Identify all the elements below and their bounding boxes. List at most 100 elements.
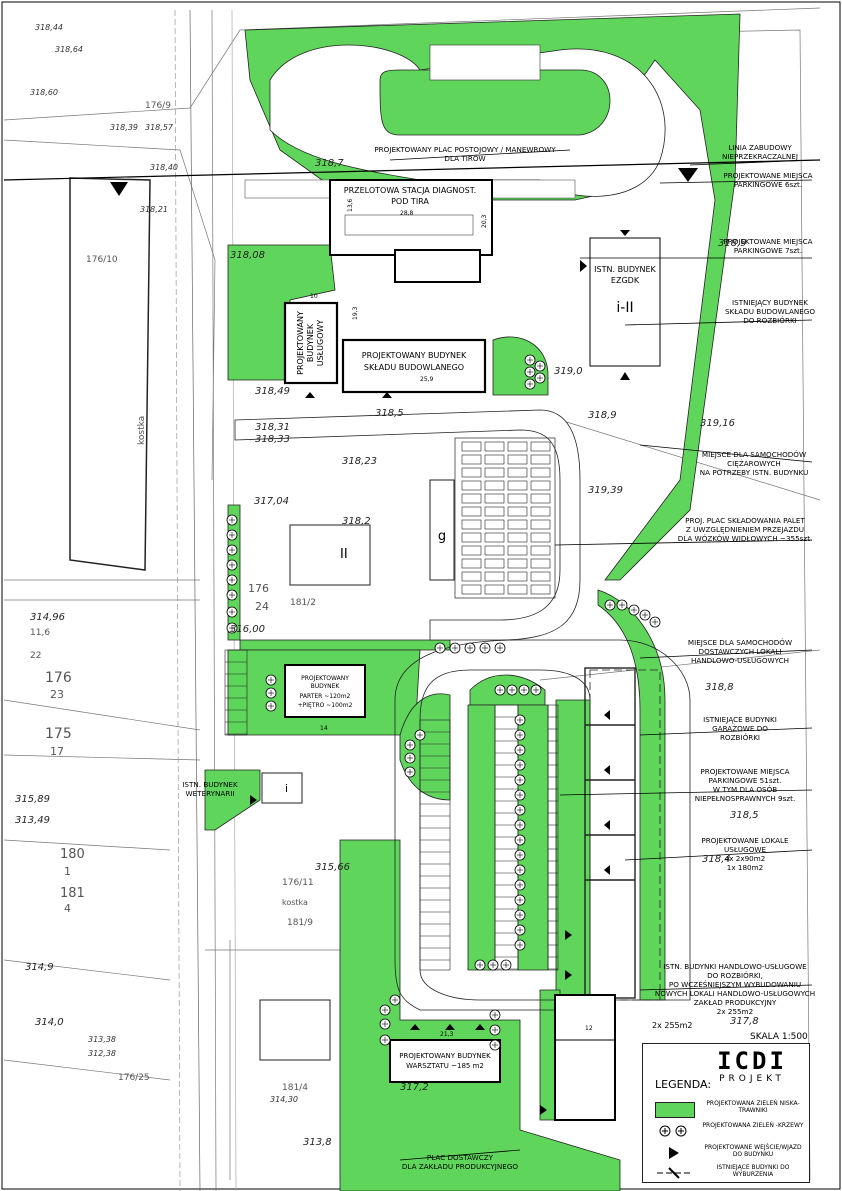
legend-item-green: PROJEKTOWANA ZIELEŃ NISKA-TRAWNIKI (649, 1100, 805, 1122)
elev-13: 318,5 (730, 810, 759, 821)
svg-text:23: 23 (50, 688, 64, 701)
pallet-cell (484, 584, 505, 595)
pallet-cell (530, 558, 551, 569)
sklad-label-1: PROJEKTOWANY BUDYNEK (362, 351, 467, 360)
pallet-cell (507, 493, 528, 504)
callout-garaze-line: GARAŻOWE DO (712, 724, 768, 733)
pallet-cell (461, 467, 482, 478)
shrub-icon (514, 909, 526, 921)
callout-handl-line: ISTN. BUDYNKI HANDLOWO-USŁUGOWE (663, 962, 807, 971)
callout-bud-rozb-line: ISTNIEJĄCY BUDYNEK (732, 298, 808, 307)
roads (234, 409, 691, 1011)
shrub-icon (404, 739, 416, 751)
entry-triangle-icon (565, 970, 572, 980)
building-stacja: PRZELOTOWA STACJA DIAGNOST. POD TIRA (329, 179, 493, 256)
entry-triangle-icon (604, 865, 610, 875)
entry-triangles (250, 230, 630, 1115)
elev-18: 315,89 (15, 794, 50, 805)
shrub-icon (494, 642, 506, 654)
shrub-icon (389, 994, 401, 1006)
entry-triangle-icon (565, 930, 572, 940)
callout-weter-line: WETERYNARII (185, 789, 234, 798)
shrub-icon (514, 879, 526, 891)
elev-3: 319,0 (554, 366, 583, 377)
pallet-cell (507, 467, 528, 478)
shrub-icon (226, 589, 238, 601)
shrub-icon (265, 674, 277, 686)
svg-text:181: 181 (60, 886, 85, 901)
entry-triangle-icon (669, 1147, 679, 1159)
callout-park6-line: PROJEKTOWANE MIEJSCA (723, 171, 812, 180)
pallet-cell (484, 493, 505, 504)
pallet-cell (484, 558, 505, 569)
shrub-icon (434, 642, 446, 654)
shrub-icon (226, 544, 238, 556)
building-sklad: PROJEKTOWANY BUDYNEK SKŁADU BUDOWLANEGO (341, 338, 487, 394)
pallet-cells (461, 441, 551, 595)
elev-1: 318,7 (315, 158, 344, 169)
parking-row (224, 649, 248, 736)
shrub-icon (524, 378, 536, 390)
pallet-cell (507, 480, 528, 491)
callout-park7-line: PROJEKTOWANE MIEJSCA (723, 237, 812, 246)
elev-26: 314,96 (30, 612, 65, 623)
callout-handl-line: PO WCZEŚNIEJSZYM WYBUDOWANIU (669, 980, 801, 989)
svg-text:2x 255m2: 2x 255m2 (652, 1021, 693, 1030)
shrub-icon (404, 752, 416, 764)
svg-text:176/10: 176/10 (86, 255, 118, 265)
legend-title: LEGENDA: (655, 1078, 712, 1091)
pallet-cell (461, 571, 482, 582)
svg-text:21,3: 21,3 (440, 1031, 454, 1038)
svg-text:14: 14 (320, 725, 328, 732)
ezgdk-storeys: i-II (616, 300, 633, 316)
svg-text:19,3: 19,3 (352, 306, 359, 320)
shrub-icon (616, 599, 628, 611)
shrub-icon (518, 684, 530, 696)
elev-36: 318,40 (150, 163, 178, 172)
shrub-icon (226, 514, 238, 526)
shrub-icon (530, 684, 542, 696)
callout-leaders (389, 149, 816, 1161)
elev-34: 318,44 (35, 23, 63, 32)
shrub-icon (514, 759, 526, 771)
shrub-icon (604, 599, 616, 611)
stacja-label-2: POD TIRA (391, 197, 429, 206)
pallet-cell (461, 441, 482, 452)
elev-15: 317,8 (730, 1016, 759, 1027)
building-annex (394, 249, 481, 283)
callout-park51-line: NIEPEŁNOSPRAWNYCH 9szt. (695, 794, 796, 803)
callout-ciez-line: MIEJSCE DLA SAMOCHODÓW (702, 450, 806, 459)
pallet-cell (530, 571, 551, 582)
elev-32: 318,33 (255, 434, 290, 445)
building-uslugowy: PROJEKTOWANY BUDYNEK USŁUGOWY (283, 301, 339, 385)
callout-park6-line: PARKINGOWE 6szt. (734, 180, 802, 189)
pallet-cell (530, 480, 551, 491)
sklad-label-2: SKŁADU BUDOWLANEGO (364, 363, 464, 372)
uslugowy-label-1: PROJEKTOWANY (296, 311, 305, 375)
callout-plac-post-line: DLA TIRÓW (444, 154, 485, 163)
entry-triangle-icon (604, 820, 610, 830)
svg-text:176/25: 176/25 (118, 1073, 150, 1083)
shrub-icon (514, 849, 526, 861)
warsztat-label-1: PROJEKTOWANY BUDYNEK (399, 1052, 491, 1060)
shrub-icon (226, 559, 238, 571)
building-line-markers (110, 168, 698, 196)
entry-triangle-icon (620, 372, 630, 380)
pallet-cell (461, 584, 482, 595)
pallet-cell (484, 506, 505, 517)
shrubs (226, 354, 661, 1051)
svg-text:1: 1 (64, 865, 71, 878)
pallet-cell (461, 532, 482, 543)
callout-palety-line: PROJ. PLAC SKŁADOWANIA PALET (685, 516, 805, 525)
warsztat-label-2: WARSZTATU ~185 m2 (406, 1062, 484, 1070)
pallet-cell (507, 441, 528, 452)
callout-ciez-line: CIĘŻAROWYCH (727, 459, 781, 468)
shrub-icon (514, 789, 526, 801)
svg-text:11,6: 11,6 (30, 628, 50, 638)
callout-lokale-line: USŁUGOWE (724, 845, 766, 854)
callout-handl-line: ZAKŁAD PRODUKCYJNY (694, 998, 777, 1007)
svg-text:20,3: 20,3 (481, 214, 488, 228)
ezgdk-label-2: EZGDK (611, 276, 640, 285)
legend-item-entry: PROJEKTOWANE WEJŚCIE/WJAZD DO BUDYNKU (649, 1144, 805, 1166)
elev-6: 318,9 (588, 410, 617, 421)
